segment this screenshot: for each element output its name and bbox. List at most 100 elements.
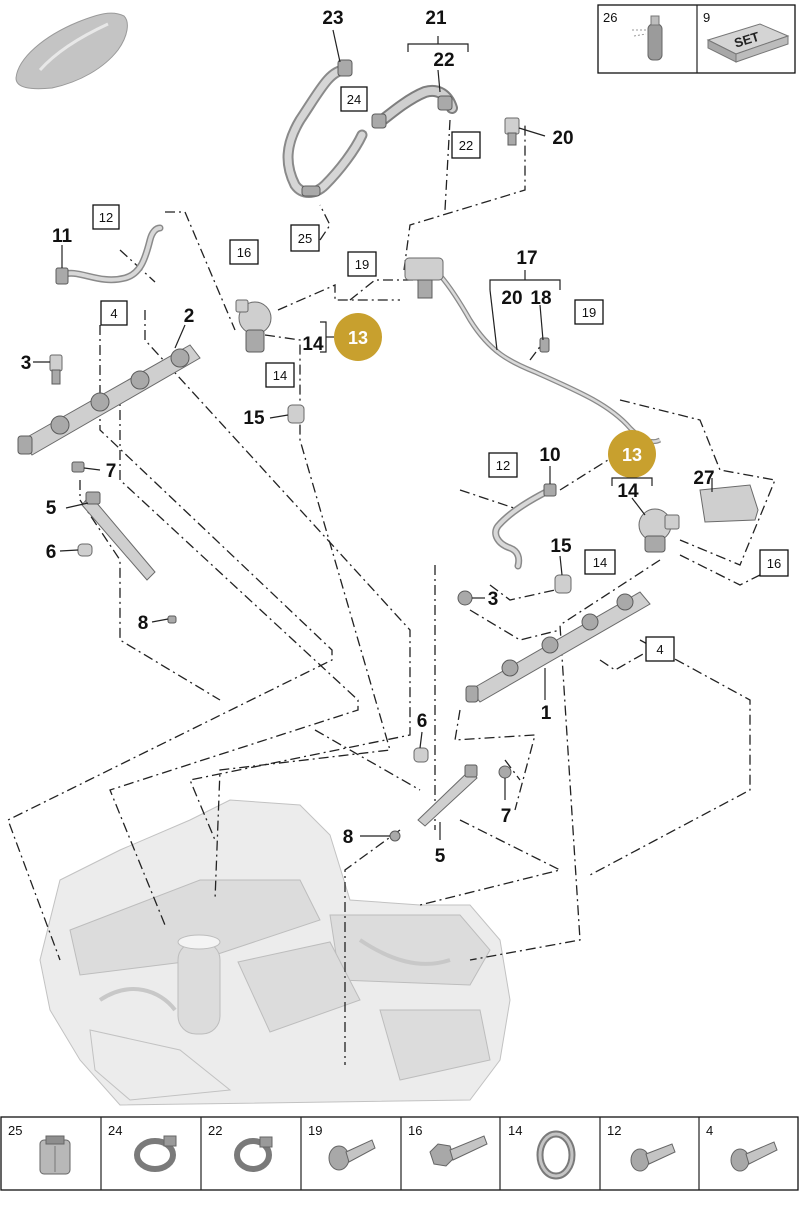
callout-1: 1 (541, 703, 552, 724)
svg-text:25: 25 (298, 231, 312, 246)
box-22[interactable]: 22 (451, 131, 481, 159)
callout-14-right: 14 (617, 481, 639, 502)
callout-17: 17 (516, 248, 537, 269)
o-ring-icon (536, 1130, 576, 1180)
sensor-part-20 (504, 117, 520, 146)
callout-22: 22 (433, 50, 454, 71)
svg-text:16: 16 (408, 1123, 422, 1138)
hex-bolt-icon (429, 1135, 488, 1167)
callout-numbers: 23 21 22 20 17 20 18 11 2 3 14 15 7 5 6 … (21, 8, 715, 867)
set-box-icon: SET (706, 23, 790, 63)
box-24[interactable]: 24 (340, 86, 368, 112)
svg-text:9: 9 (703, 10, 710, 25)
callout-6-right: 6 (417, 711, 428, 732)
svg-text:SET: SET (732, 29, 761, 51)
svg-text:14: 14 (593, 555, 607, 570)
box-12-right[interactable]: 12 (488, 452, 518, 478)
hose-clamp-icon (39, 1135, 71, 1175)
strip-cell-12[interactable]: 12 (607, 1123, 676, 1172)
callout-21: 21 (425, 8, 447, 29)
svg-text:25: 25 (8, 1123, 22, 1138)
svg-text:22: 22 (459, 138, 473, 153)
seal-part-15-upper (287, 404, 305, 424)
callout-2: 2 (184, 306, 195, 327)
leader-lines (33, 29, 713, 840)
car-silhouette-icon (15, 12, 128, 90)
injector-part-5-left (71, 461, 177, 624)
svg-text:26: 26 (603, 10, 617, 25)
fuel-line-part-17 (404, 257, 662, 445)
callout-6-left: 6 (46, 542, 57, 563)
svg-text:16: 16 (237, 245, 251, 260)
clamp-icon-24 (134, 1135, 177, 1172)
callout-7-left: 7 (106, 461, 117, 482)
strip-cell-4[interactable]: 4 (706, 1123, 778, 1172)
callout-15-right: 15 (550, 536, 572, 557)
strip-cell-19[interactable]: 19 (308, 1123, 376, 1171)
bolt-icon-19 (328, 1139, 376, 1171)
svg-text:16: 16 (767, 556, 781, 571)
clamp-icon-22 (234, 1136, 273, 1172)
box-16-right[interactable]: 16 (759, 549, 789, 577)
badge-13-right[interactable]: 13 (608, 430, 656, 478)
svg-text:12: 12 (496, 458, 510, 473)
box-19-right[interactable]: 19 (574, 299, 604, 325)
engine-block-illustration (39, 799, 511, 1106)
callout-5-right: 5 (435, 846, 446, 867)
top-right-panel: 26 9 SET (597, 4, 796, 74)
svg-text:12: 12 (607, 1123, 621, 1138)
bracket-lines (320, 36, 653, 486)
bolt-icon-12 (630, 1143, 676, 1172)
box-12-top[interactable]: 12 (92, 204, 120, 230)
strip-cell-16[interactable]: 16 (408, 1123, 488, 1167)
box-19-left[interactable]: 19 (347, 251, 377, 277)
callout-23: 23 (322, 8, 343, 29)
fuel-line-part-10 (492, 483, 557, 570)
strip-cell-14[interactable]: 14 (508, 1123, 576, 1180)
box-25[interactable]: 25 (290, 224, 320, 252)
svg-text:19: 19 (308, 1123, 322, 1138)
sensor-part-3-right (457, 590, 473, 606)
svg-text:19: 19 (355, 257, 369, 272)
svg-text:13: 13 (348, 328, 368, 348)
callout-3-left: 3 (21, 353, 32, 374)
spray-can-icon (632, 15, 663, 61)
injector-part-5-right (389, 747, 512, 842)
callout-15-top: 15 (243, 408, 265, 429)
box-4-right[interactable]: 4 (645, 636, 675, 662)
svg-text:4: 4 (656, 642, 663, 657)
svg-text:4: 4 (706, 1123, 713, 1138)
seal-part-15-lower (554, 574, 572, 594)
callout-10: 10 (539, 445, 560, 466)
callout-7-right: 7 (501, 806, 512, 827)
hose-part-23 (282, 59, 368, 198)
callout-5-left: 5 (46, 498, 57, 519)
fuel-rail-part-2 (17, 344, 201, 456)
callout-8-right: 8 (343, 827, 354, 848)
strip-cell-25[interactable]: 25 (8, 1123, 71, 1175)
box-14-right[interactable]: 14 (584, 549, 616, 575)
svg-text:24: 24 (108, 1123, 122, 1138)
box-16-top[interactable]: 16 (229, 239, 259, 265)
badge-13-top[interactable]: 13 (334, 313, 382, 361)
box-4-top[interactable]: 4 (100, 300, 128, 326)
svg-text:14: 14 (273, 368, 287, 383)
box-14-top[interactable]: 14 (265, 362, 295, 388)
bolt-icon-4 (730, 1141, 778, 1172)
strip-cell-22[interactable]: 22 (208, 1123, 273, 1172)
panel-cell-9[interactable]: 9 SET (703, 10, 790, 63)
strip-cell-24[interactable]: 24 (108, 1123, 177, 1172)
callout-11: 11 (52, 226, 73, 247)
fuel-rail-part-1 (465, 591, 651, 703)
panel-cell-26[interactable]: 26 (603, 10, 663, 61)
svg-text:22: 22 (208, 1123, 222, 1138)
svg-text:13: 13 (622, 445, 642, 465)
callout-14-top: 14 (302, 334, 324, 355)
bolt-part-18 (539, 337, 550, 353)
callout-8-left: 8 (138, 613, 149, 634)
callout-3-right: 3 (488, 589, 499, 610)
svg-text:12: 12 (99, 210, 113, 225)
sensor-part-3-left (49, 354, 63, 385)
callout-20b: 20 (501, 288, 522, 309)
